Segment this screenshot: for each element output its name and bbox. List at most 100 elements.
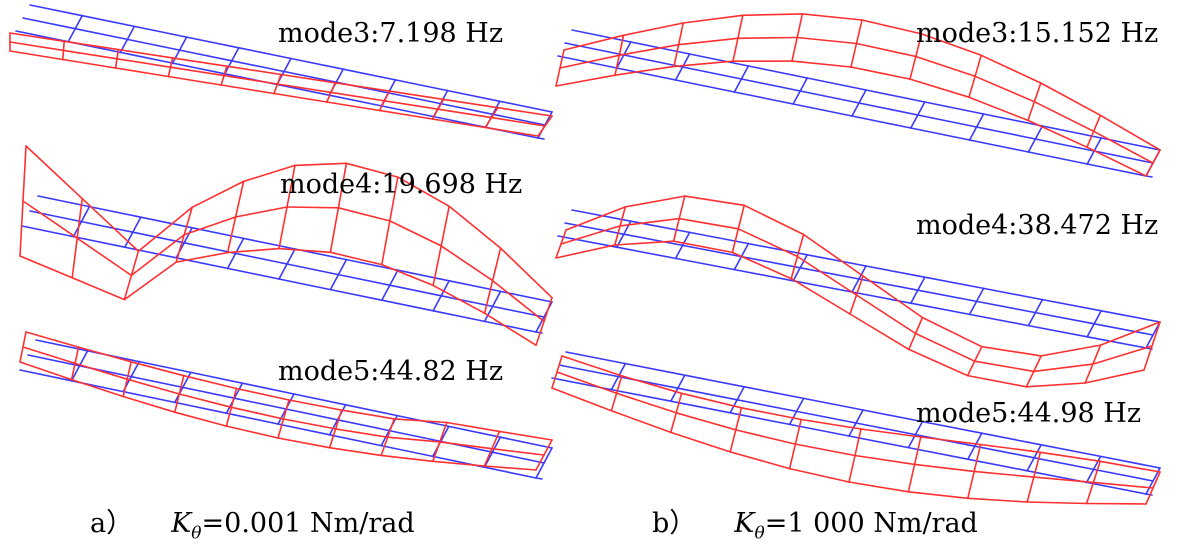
b4-undeformed-rail-1 [622,233,684,247]
a5-undeformed-rail-1 [182,386,236,400]
a3-undeformed-rail-1 [231,59,285,73]
a4-deformed-rung [175,206,193,263]
a5-deformed-rail-2 [380,454,434,463]
caption-b-letter: b） [652,508,697,539]
mode-label-b-4: mode4:38.472 Hz [916,210,1159,241]
b5-undeformed-rail-2 [966,458,1028,472]
b4-deformed-rung [613,206,627,246]
a5-deformed-rung [174,374,185,414]
b5-deformed-rail-0 [979,443,1042,454]
b5-deformed-rung [551,355,563,389]
a5-deformed-rail-2 [174,411,228,427]
a5-deformed-rail-2 [277,437,331,449]
b5-undeformed-rail-1 [617,375,679,390]
a3-deformed-rail-2 [378,109,434,120]
a3-deformed-rung [325,82,337,103]
b5-undeformed-rail-2 [669,400,732,414]
a4-undeformed-rail-1 [80,220,134,233]
a5-undeformed-rung [483,436,502,469]
a3-deformed-rung [273,73,282,95]
a5-undeformed-rail-2 [277,423,331,436]
b5-undeformed-rail-0 [980,432,1042,446]
caption-a-symbol: K [171,508,192,539]
b3-deformed-rail-0 [920,33,983,57]
a4-undeformed-rail-0 [396,269,451,282]
a5-undeformed-rail-2 [380,444,434,458]
b3-undeformed-rail-0 [806,77,867,91]
a5-undeformed-rung [70,349,89,382]
b5-undeformed-rung [729,385,746,414]
b5-deformed-rung [610,375,623,412]
b3-deformed-rung [909,33,923,80]
a4-deformed-rung [71,197,83,279]
b3-deformed-rail-2 [1086,146,1147,177]
a5-undeformed-rail-0 [293,393,347,406]
b3-deformed-rail-0 [801,13,863,21]
b3-undeformed-rung [792,77,809,105]
b3-deformed-rung [614,34,625,76]
b4-deformed-rung [672,195,686,242]
a5-deformed-rail-2 [431,460,486,467]
a5-undeformed-rail-0 [138,360,192,374]
b3-deformed-rail-0 [741,13,804,17]
b3-undeformed-rail-0 [571,29,632,43]
a5-undeformed-rail-2 [19,369,73,382]
a4-deformed-rail-2 [483,312,537,347]
a4-undeformed-rail-2 [226,267,280,280]
a3-deformed-rail-1 [223,74,279,85]
a5-undeformed-rail-1 [285,408,339,421]
mode-label-b-3: mode3:15.152 Hz [916,18,1159,49]
a3-undeformed-tail [537,137,545,140]
b5-deformed-rail-1 [1092,481,1154,489]
a3-undeformed-rail-0 [29,4,83,17]
a3-deformed-rung [167,57,174,78]
a3-undeformed-rung [67,14,83,43]
a3-deformed-rung [484,106,499,129]
b4-undeformed-rail-0 [1100,309,1161,323]
b3-deformed-rail-0 [861,19,923,35]
a3-deformed-rail-1 [276,83,332,94]
b4-deformed-rail-1 [678,217,740,230]
b4-deformed-rung [1084,344,1102,384]
b5-undeformed-rail-0 [1040,443,1102,458]
b5-undeformed-rail-1 [1033,456,1095,471]
a5-deformed-rail-0 [340,409,396,420]
a4-deformed-rung [226,180,245,254]
b5-deformed-rail-2 [1026,501,1088,505]
b3-undeformed-rail-1 [564,42,625,56]
a3-undeformed-rail-1 [439,102,494,116]
a4-undeformed-rail-1 [440,294,494,308]
a3-deformed-rail-0 [171,57,228,67]
b4-undeformed-rail-0 [688,231,750,245]
a3-deformed-rung [378,90,391,112]
b3-deformed-rail-1 [559,54,621,69]
b3-undeformed-rail-1 [740,78,802,92]
caption-b-value: =1 000 Nm/rad [764,508,978,539]
a5-undeformed-tail [535,477,543,480]
a5-undeformed-rail-1 [27,354,81,367]
b4-deformed-rail-0 [565,206,627,231]
b3-deformed-rail-2 [614,65,675,76]
a4-undeformed-rung [329,258,348,291]
b4-deformed-rail-2 [672,240,734,254]
a4-deformed-rail-0 [345,162,399,178]
a3-undeformed-rail-1 [74,27,129,41]
a3-undeformed-rail-1 [491,113,546,126]
b3-deformed-rail-1 [855,42,917,58]
b4-undeformed-rung [1086,309,1102,338]
a3-undeformed-rail-2 [328,94,383,107]
a3-undeformed-rail-0 [342,68,397,81]
b4-deformed-rail-2 [555,244,616,259]
b4-undeformed-rail-2 [1027,324,1088,338]
a5-deformed-rung [122,360,132,398]
b3-deformed-rail-1 [737,36,799,40]
b3-undeformed-rung [968,113,985,141]
a5-deformed-rung [483,430,501,467]
a5-deformed-rung [225,387,238,427]
b5-deformed-rail-1 [615,392,678,414]
a3-undeformed-rail-2 [171,62,226,75]
b5-undeformed-rail-1 [973,445,1035,459]
b5-deformed-rail-0 [740,406,803,421]
b3-undeformed-rail-1 [799,90,860,104]
